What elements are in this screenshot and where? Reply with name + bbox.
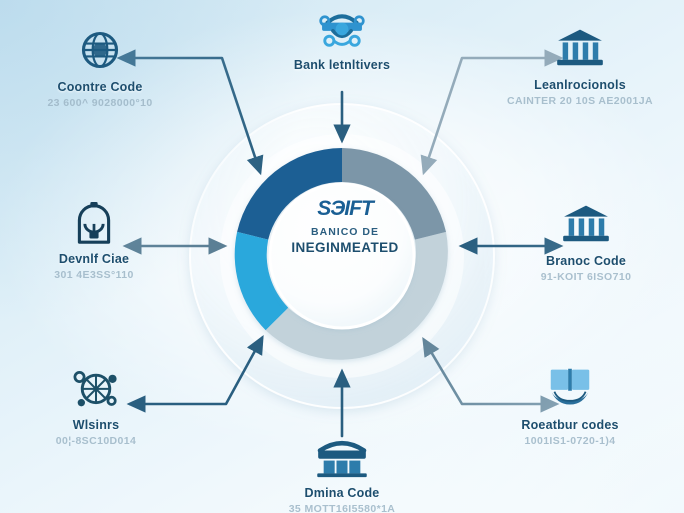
node-router-codes[interactable]: Roeatbur codes 1001IS1-0720-1)4	[486, 366, 654, 447]
node-domain-code[interactable]: Dmina Code 35 MOTT16I5580*1A	[258, 434, 426, 513]
bank-hall-icon	[258, 434, 426, 480]
node-title: Bank letnltivers	[293, 58, 391, 72]
book-icon	[486, 366, 654, 412]
node-title: Dmina Code	[304, 486, 380, 500]
bank-building-icon	[502, 202, 670, 248]
node-vault-code[interactable]: Devnlf Ciae 301 4E3SS°110	[10, 200, 178, 281]
bank-building-icon	[496, 26, 664, 72]
donut-segment-light-gray	[265, 231, 448, 360]
donut-chart	[234, 148, 448, 360]
globe-icon	[16, 28, 184, 74]
node-subtitle: CAINTER 20 10S AE2001JA	[507, 95, 653, 107]
vault-icon	[10, 200, 178, 246]
node-subtitle: 1001IS1-0720-1)4	[524, 435, 616, 447]
hub-line-2: INEGINMEATED	[291, 240, 399, 255]
node-subtitle: 00¦-8SC10D014	[55, 435, 137, 447]
hub-label-group: SЭIFT BANICO DE INEGINMEATED	[268, 198, 422, 255]
node-title: Leanlrocionols	[534, 78, 626, 92]
node-branch-code[interactable]: Branoc Code 91-KOIT 6ISO710	[502, 202, 670, 283]
node-subtitle: 301 4E3SS°110	[54, 269, 134, 281]
hub-disc	[270, 184, 414, 328]
node-title: Devnlf Ciae	[58, 252, 130, 266]
donut-segment-cyan	[234, 231, 289, 331]
hub-line-1: BANICO DE	[311, 226, 379, 238]
node-bank-identifiers[interactable]: Bank letnltivers	[258, 6, 426, 75]
node-country-code[interactable]: Coontre Code 23 600^ 9028000°10	[16, 28, 184, 109]
connector-country-code	[116, 49, 264, 176]
node-title: Branoc Code	[546, 254, 626, 268]
node-title: Roeatbur codes	[521, 418, 619, 432]
connector-international	[420, 49, 564, 176]
swift-logo-text: SЭIFT	[317, 197, 374, 220]
node-subtitle: 23 600^ 9028000°10	[47, 97, 153, 109]
donut-segment-slate	[342, 148, 446, 240]
hub-disc-ring	[268, 182, 416, 330]
node-international[interactable]: Leanlrocionols CAINTER 20 10S AE2001JA	[496, 26, 664, 107]
network-node-icon	[12, 366, 180, 412]
connector-wires	[126, 334, 264, 413]
node-wires[interactable]: Wlsinrs 00¦-8SC10D014	[12, 366, 180, 447]
node-title: Coontre Code	[57, 80, 143, 94]
node-title: Wlsinrs	[72, 418, 120, 432]
donut-segment-dark-blue	[237, 148, 342, 240]
node-subtitle: 91-KOIT 6ISO710	[540, 271, 632, 283]
node-subtitle: 35 MOTT16I5580*1A	[288, 503, 396, 513]
connector-router-codes	[422, 337, 560, 413]
bank-network-icon	[258, 6, 426, 52]
